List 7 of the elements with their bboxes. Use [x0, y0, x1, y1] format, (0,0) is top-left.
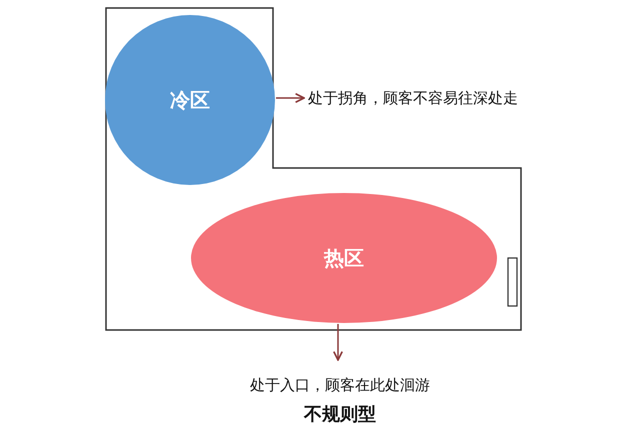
zone-label: 热区	[324, 244, 364, 272]
arrow	[332, 324, 344, 361]
caption: 不规则型	[302, 403, 377, 426]
zone-label: 冷区	[170, 86, 210, 114]
annotation-text: 处于拐角，顾客不容易往深处走	[308, 88, 518, 108]
arrow	[276, 92, 305, 104]
annotation-text: 处于入口，顾客在此处洄游	[250, 376, 430, 394]
